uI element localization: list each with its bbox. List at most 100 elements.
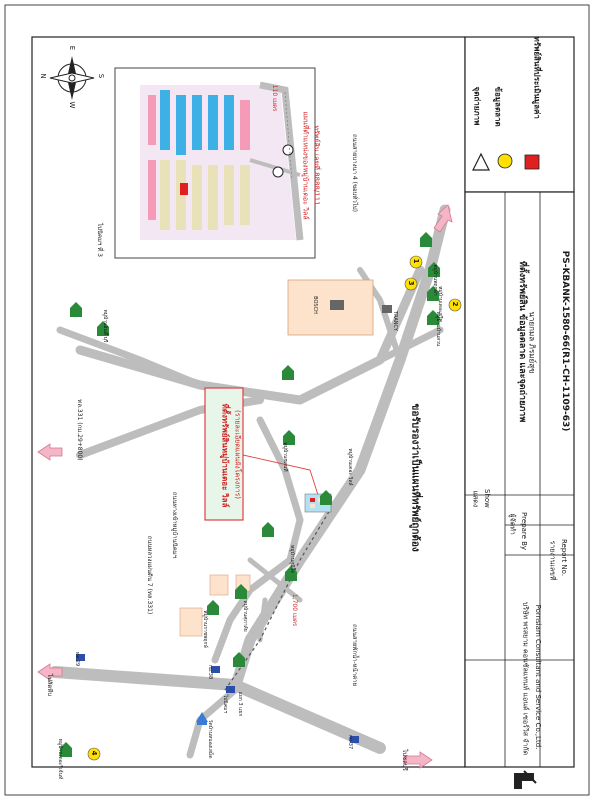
village-icon bbox=[262, 522, 274, 537]
village-icon bbox=[285, 566, 297, 581]
place-village-5: หมู่บ้านชลนที bbox=[282, 442, 288, 472]
road-label-lower-center: ถนนสายพักน้ำ-หน้าค่าย bbox=[351, 624, 358, 686]
village-icons bbox=[60, 232, 440, 757]
numbered-markers bbox=[87, 255, 462, 761]
company-name-en: Pornsiam Consultant and Service Co.,Ltd. bbox=[534, 604, 542, 750]
title-block-preparer: นายกมล ภิรมย์สุข bbox=[527, 311, 537, 374]
inset-label-2: ทรัพย์สิน เลขที่ 8888/111 bbox=[312, 125, 321, 206]
road-label-top-right: ถนนสายบางนา 4 (ขอบทั่วไป) bbox=[351, 134, 358, 212]
title-block bbox=[464, 191, 575, 768]
property-box-line2: (รายละเอียดแผนผังโครงการ) bbox=[233, 409, 242, 499]
compass-rose bbox=[49, 56, 95, 100]
road-label-route-code: ทล.29 bbox=[74, 651, 80, 667]
village-icon bbox=[233, 652, 245, 667]
title-block-show-en: Show bbox=[483, 489, 491, 508]
inset-distance: 110 เมตร bbox=[271, 84, 278, 112]
property-box-line1: ที่ตั้งทรัพย์สินหมู่บ้านเดอะ วิลล์ bbox=[220, 403, 230, 508]
village-icon bbox=[70, 302, 82, 317]
place-village-7: หมู่บ้านศุภาลัย bbox=[242, 600, 248, 632]
market-marker-1 bbox=[409, 255, 423, 269]
title-block-show-th: แสดง bbox=[471, 490, 480, 508]
temple-icon bbox=[196, 712, 208, 725]
title-block-report-en: Report No. bbox=[560, 539, 568, 577]
legend-photo-swatch bbox=[472, 152, 490, 171]
route-marker bbox=[350, 736, 359, 743]
compass-e: E bbox=[68, 45, 76, 51]
company-name-th: บริษัท พรสยาม คอนซัลแทนท์ แอนด์ เซอร์วิส… bbox=[521, 601, 530, 756]
road-label-far-right: ไปนิคมฯ ที่ 3 bbox=[96, 223, 103, 257]
road-label-intersection: แยก 3 แยก bbox=[237, 691, 243, 717]
route-markers bbox=[76, 654, 359, 743]
village-icon bbox=[427, 286, 439, 301]
distance-label: 1,700 เมตร bbox=[291, 593, 298, 627]
place-bosch: BOSCH bbox=[312, 296, 318, 314]
road-upper-branch bbox=[75, 265, 425, 405]
road-label-left-route: ไปสัตหีบ bbox=[46, 673, 53, 697]
place-village-1: หมู่บ้านเดอะ วิลล์ bbox=[347, 448, 353, 486]
legend-market-swatch bbox=[497, 153, 513, 169]
place-village-4: หมู่บ้านบ้านสวน bbox=[435, 311, 441, 347]
legend-property-swatch bbox=[524, 154, 540, 170]
village-icon bbox=[427, 310, 439, 325]
market-marker-4 bbox=[87, 747, 101, 761]
route-marker bbox=[226, 686, 235, 693]
title-block-report-th: รายงานเลขที่ bbox=[548, 540, 557, 581]
place-village-10: หมู่บ้านราชพฤกษ์ bbox=[202, 610, 208, 648]
marker-4-label: 4 bbox=[90, 750, 98, 756]
bosch-building-icon bbox=[330, 300, 344, 310]
road-label-chonburi: ไปชลบุรี bbox=[401, 749, 408, 771]
company-logo bbox=[514, 770, 537, 789]
marker-3-label: 3 bbox=[407, 280, 415, 286]
arrow-bottom bbox=[403, 751, 433, 769]
compass-s: S bbox=[97, 73, 105, 79]
village-icon bbox=[320, 490, 332, 505]
legend-item-photo: จุดถ่ายภาพ bbox=[472, 86, 482, 126]
marker-1-label: 1 bbox=[412, 258, 420, 264]
direction-arrows bbox=[37, 204, 453, 769]
marker-2-label: 2 bbox=[451, 301, 459, 307]
village-icon bbox=[235, 584, 247, 599]
market-marker-3 bbox=[404, 277, 418, 291]
title-block-prepare-en: Prepare By bbox=[520, 512, 528, 551]
place-village-8: หมู่บ้านอินดี้ บุรี bbox=[102, 309, 108, 343]
arrow-top-right bbox=[433, 204, 453, 233]
road-right-spur bbox=[376, 326, 444, 364]
village-icon bbox=[282, 365, 294, 380]
inset-map bbox=[114, 67, 316, 259]
road-village-loop bbox=[256, 416, 304, 564]
arrow-left-top bbox=[37, 663, 63, 681]
road-small-1 bbox=[257, 597, 268, 643]
legend-item-property: ทรัพย์สินที่ประเมินมูลค่า bbox=[532, 36, 542, 119]
route-marker bbox=[76, 654, 85, 661]
title-block-report-no: PS-KBANK-1580-66(R1-CH-1109-63) bbox=[560, 250, 570, 432]
market-marker-2 bbox=[448, 298, 462, 312]
road-label-center-vertical: ถนนทางเข้าหมู่บ้านนิคมฯ bbox=[171, 491, 178, 559]
inset-label-1: แผนที่ตำแหน่งของหมู่บ้านเดอะ วิลล์ bbox=[301, 111, 310, 220]
road-label-right-top: ถนนหลวงแผ่นดิน 7 (ทล.331) bbox=[146, 535, 153, 615]
title-block-prepare-th: ผู้จัดทำ bbox=[508, 513, 517, 535]
place-village-9: หมู่บ้านเดอะรีเจ้นท์ bbox=[57, 738, 63, 780]
road-label-km2: กม.38 bbox=[207, 664, 213, 680]
road-label-km: กม.37 bbox=[347, 734, 353, 750]
place-temple: วัดบ้านหนองเสม็ด bbox=[207, 719, 213, 759]
compass-n: N bbox=[39, 73, 47, 79]
inset-property-marker bbox=[180, 183, 188, 195]
road-left-branch bbox=[56, 326, 204, 389]
route-marker bbox=[211, 666, 220, 673]
village-icon bbox=[207, 600, 219, 615]
road-label-331: ทล.331 (กม.29+800) bbox=[76, 399, 83, 461]
trancy-building-icon bbox=[382, 305, 392, 313]
village-block-2 bbox=[209, 574, 229, 596]
village-icon bbox=[60, 742, 72, 757]
road-small-2 bbox=[247, 557, 303, 603]
compass-w: W bbox=[68, 101, 76, 109]
village-icon bbox=[428, 262, 440, 277]
village-block-1 bbox=[179, 607, 203, 637]
village-icon bbox=[97, 321, 109, 336]
village-icon bbox=[283, 430, 295, 445]
legend-item-market: ข้อมูลตลาด bbox=[493, 86, 503, 127]
place-trancy: TRANCY bbox=[392, 311, 398, 331]
property-highlight-box bbox=[204, 387, 244, 521]
arrow-left-mid bbox=[37, 443, 63, 461]
